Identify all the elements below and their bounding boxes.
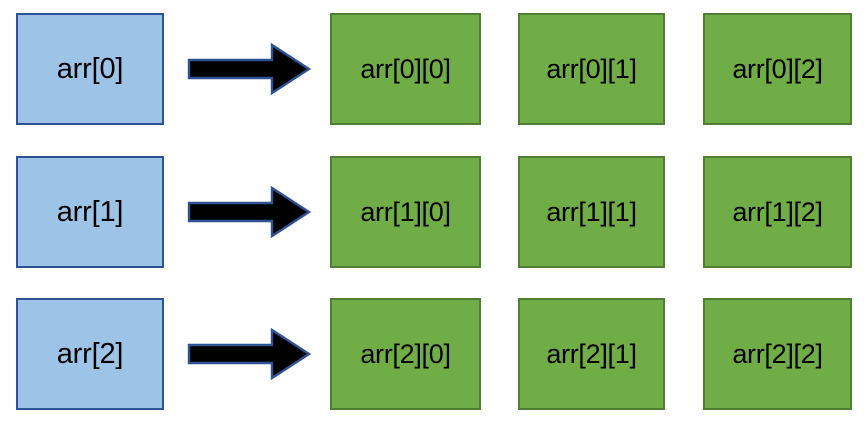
array-element-label: arr[1][0]: [360, 196, 451, 227]
row-index-label: arr[2]: [56, 337, 124, 370]
array-element-label: arr[2][2]: [732, 338, 823, 369]
array-element-label: arr[2][0]: [360, 338, 451, 369]
array-element-label: arr[1][2]: [732, 196, 823, 227]
array-row: arr[0] arr[0][0] arr[0][1] arr[0][2]: [0, 13, 864, 125]
array-element-box[interactable]: arr[1][2]: [703, 156, 852, 268]
array-element-box[interactable]: arr[0][0]: [330, 13, 481, 125]
array-element-label: arr[0][0]: [360, 53, 451, 84]
row-index-box-1[interactable]: arr[1]: [16, 156, 164, 268]
array-element-label: arr[1][1]: [546, 196, 637, 227]
array-element-box[interactable]: arr[0][2]: [703, 13, 852, 125]
right-arrow-icon: [187, 327, 312, 381]
row-index-box-0[interactable]: arr[0]: [16, 13, 164, 125]
right-arrow-icon: [187, 42, 312, 96]
row-index-label: arr[1]: [56, 195, 124, 228]
array-row: arr[2] arr[2][0] arr[2][1] arr[2][2]: [0, 298, 864, 410]
array-element-box[interactable]: arr[1][1]: [518, 156, 665, 268]
array-element-box[interactable]: arr[2][2]: [703, 298, 852, 410]
array-element-label: arr[0][1]: [546, 53, 637, 84]
array-element-box[interactable]: arr[2][1]: [518, 298, 665, 410]
array-element-box[interactable]: arr[2][0]: [330, 298, 481, 410]
right-arrow-icon: [187, 185, 312, 239]
array-element-label: arr[0][2]: [732, 53, 823, 84]
array-row: arr[1] arr[1][0] arr[1][1] arr[1][2]: [0, 156, 864, 268]
array-element-label: arr[2][1]: [546, 338, 637, 369]
row-index-label: arr[0]: [56, 52, 124, 85]
array-element-box[interactable]: arr[0][1]: [518, 13, 665, 125]
row-index-box-2[interactable]: arr[2]: [16, 298, 164, 410]
array-element-box[interactable]: arr[1][0]: [330, 156, 481, 268]
